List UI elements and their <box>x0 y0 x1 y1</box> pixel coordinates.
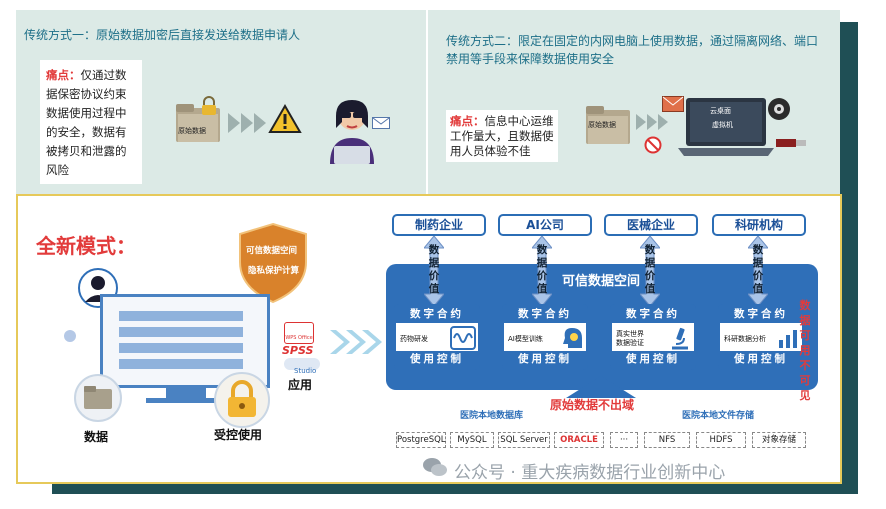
pain-text: 仅通过数据保密协议约束数据使用过程中的安全，数据有被拷贝和泄露的风险 <box>46 68 127 177</box>
window-bar-3 <box>119 343 243 353</box>
card-head-2: 数字合约 <box>504 306 586 323</box>
dot-icon <box>64 330 76 342</box>
method2-pain-note: 痛点：信息中心运维工作量大，且数据使用人员体验不佳 <box>446 110 558 162</box>
app-label: 应用 <box>288 378 313 392</box>
folder-label: 原始数据 <box>178 127 206 135</box>
pain-text-2: 信息中心运维工作量大，且数据使用人员体验不佳 <box>450 114 554 158</box>
envelope-icon <box>662 96 684 112</box>
contract-card-3: 数字合约 真实世界 数据验证 使用控制 <box>610 304 696 370</box>
side-note: 数据可用不可见 <box>799 299 811 402</box>
monitor-label-2: 虚拟机 <box>712 121 733 129</box>
card-foot-1: 使用控制 <box>396 351 478 368</box>
studio-label: Studio <box>294 367 317 375</box>
card-label-3: 真实世界 数据验证 <box>616 330 644 347</box>
ai-head-icon <box>560 326 584 350</box>
card-foot-4: 使用控制 <box>720 351 802 368</box>
blocked-icon <box>644 136 662 154</box>
new-mode-title: 全新模式： <box>36 234 136 258</box>
data-circle <box>74 374 122 422</box>
shield-icon <box>236 222 310 304</box>
padlock-icon <box>200 96 218 116</box>
raw-data-label: 原始数据不出域 <box>550 398 635 412</box>
frame-shadow-right <box>838 22 858 492</box>
watermark-text: 公众号 · 重大疾病数据行业创新中心 <box>454 463 726 483</box>
enterprise-pharma: 制药企业 <box>392 214 486 236</box>
db-nfs: NFS <box>644 432 690 448</box>
enterprise-ai: AI公司 <box>498 214 592 236</box>
chart-icon <box>776 326 800 350</box>
folder-label-2: 原始数据 <box>588 121 616 129</box>
waveform-icon <box>450 326 476 350</box>
db-oracle: ORACLE <box>554 432 604 448</box>
card-head-1: 数字合约 <box>396 306 478 323</box>
warning-icon <box>268 103 302 134</box>
lock-circle <box>214 372 270 428</box>
contract-card-1: 数字合约 药物研发 使用控制 <box>394 304 480 370</box>
card-foot-3: 使用控制 <box>612 351 694 368</box>
wps-label: WPS Office <box>285 335 313 341</box>
db-postgresql: PostgreSQL <box>396 432 446 448</box>
contract-card-2: 数字合约 AI模型训练 使用控制 <box>502 304 588 370</box>
method1-title: 传统方式一：原始数据加密后直接发送给数据申请人 <box>24 28 301 42</box>
method1-pain-note: 痛点：仅通过数据保密协议约束数据使用过程中的安全，数据有被拷贝和泄露的风险 <box>40 60 142 184</box>
wps-icon: WPS Office <box>284 322 314 344</box>
db-mysql: MySQL <box>450 432 494 448</box>
monitor-label-1: 云桌面 <box>710 107 731 115</box>
monitor-stand <box>166 388 206 398</box>
wechat-icon <box>422 456 448 478</box>
mail-icon <box>372 114 390 129</box>
laptop-icon <box>676 96 776 158</box>
arrow-right-icon <box>228 110 268 136</box>
db-object-storage: 对象存储 <box>752 432 806 448</box>
card-label-2: AI模型训练 <box>508 335 543 343</box>
card-foot-2: 使用控制 <box>504 351 586 368</box>
arrow-right-icon-2 <box>636 112 668 132</box>
usb-icon <box>776 134 806 147</box>
gear-icon <box>766 96 792 122</box>
data-folder-icon <box>84 386 112 409</box>
data-label: 数据 <box>84 430 109 444</box>
contract-card-4: 数字合约 科研数据分析 使用控制 <box>718 304 804 370</box>
flow-label-4: 数据价值 <box>752 244 764 295</box>
folder-icon-2 <box>584 102 634 146</box>
shield-text-2: 隐私保护计算 <box>248 266 300 276</box>
enterprise-research: 科研机构 <box>712 214 806 236</box>
raw-data-arrow <box>566 376 636 398</box>
window-bar-1 <box>119 311 243 321</box>
lock-icon <box>228 380 256 417</box>
db-more: ··· <box>610 432 638 448</box>
trusted-space-title: 可信数据空间 <box>562 274 641 289</box>
microscope-icon <box>668 326 692 350</box>
pain-label: 痛点： <box>46 68 81 82</box>
studio-icon: Studio <box>284 358 320 375</box>
pain-label-2: 痛点： <box>450 114 485 128</box>
db-left-label: 医院本地数据库 <box>460 411 524 421</box>
window-bar-2 <box>119 327 243 337</box>
folder-icon <box>174 100 224 144</box>
controlled-use-label: 受控使用 <box>214 428 263 442</box>
flow-label-1: 数据价值 <box>428 244 440 295</box>
flow-label-3: 数据价值 <box>644 244 656 295</box>
monitor-base <box>146 398 226 403</box>
enterprise-medtech: 医械企业 <box>604 214 698 236</box>
card-label-4: 科研数据分析 <box>724 335 766 343</box>
db-sqlserver: SQL Server <box>498 432 550 448</box>
card-label-1: 药物研发 <box>400 335 428 343</box>
shield-text-1: 可信数据空间 <box>246 246 298 256</box>
db-hdfs: HDFS <box>696 432 746 448</box>
spss-label: SPSS <box>282 344 314 357</box>
method2-title: 传统方式二：限定在固定的内网电脑上使用数据，通过隔离网络、端口禁用等手段来保障数… <box>446 34 819 66</box>
flow-label-2: 数据价值 <box>536 244 548 295</box>
db-right-label: 医院本地文件存储 <box>682 411 755 421</box>
window-bar-4 <box>119 359 243 369</box>
card-head-3: 数字合约 <box>612 306 694 323</box>
card-head-4: 数字合约 <box>720 306 802 323</box>
flow-arrow-icon <box>330 328 386 356</box>
hacker-icon <box>316 94 388 166</box>
